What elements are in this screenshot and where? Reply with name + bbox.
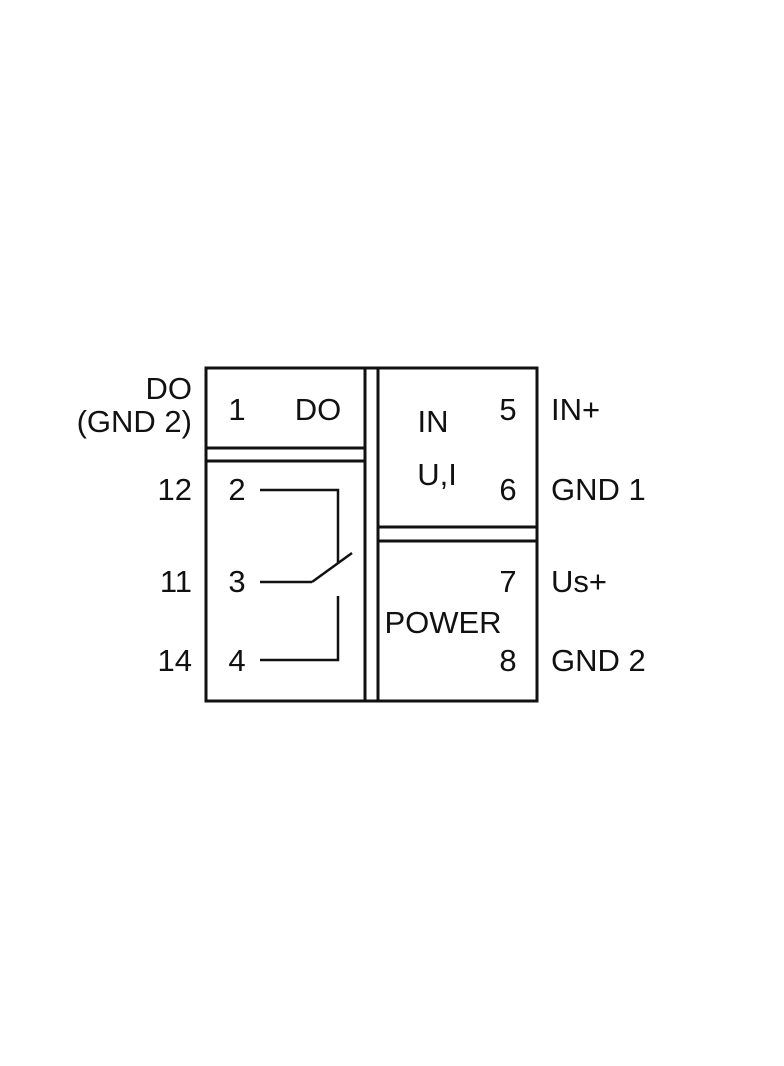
label-gnd2-paren: (GND 2) bbox=[77, 404, 192, 439]
block-label-in: IN bbox=[418, 404, 449, 439]
module-housing bbox=[204, 366, 539, 703]
label-12: 12 bbox=[158, 472, 192, 507]
label-do: DO bbox=[146, 371, 193, 406]
terminal-8: 8 bbox=[499, 643, 516, 678]
label-us-plus: Us+ bbox=[551, 564, 607, 599]
relay-switch-blade bbox=[311, 551, 353, 584]
terminal-7: 7 bbox=[499, 564, 516, 599]
label-11: 11 bbox=[160, 564, 192, 599]
label-in-plus: IN+ bbox=[551, 392, 600, 427]
block-label-ui: U,I bbox=[417, 457, 457, 492]
label-gnd2: GND 2 bbox=[551, 643, 646, 678]
label-14: 14 bbox=[158, 643, 192, 678]
terminal-5: 5 bbox=[499, 392, 516, 427]
terminal-6: 6 bbox=[499, 472, 516, 507]
block-label-power: POWER bbox=[384, 605, 501, 640]
relay-wire-4 bbox=[260, 596, 340, 662]
terminal-2: 2 bbox=[228, 472, 245, 507]
terminal-4: 4 bbox=[228, 643, 245, 678]
block-label-do: DO bbox=[295, 392, 342, 427]
relay-wire-2 bbox=[260, 488, 340, 563]
terminal-3: 3 bbox=[228, 564, 245, 599]
terminal-1: 1 bbox=[228, 392, 245, 427]
label-gnd1: GND 1 bbox=[551, 472, 646, 507]
